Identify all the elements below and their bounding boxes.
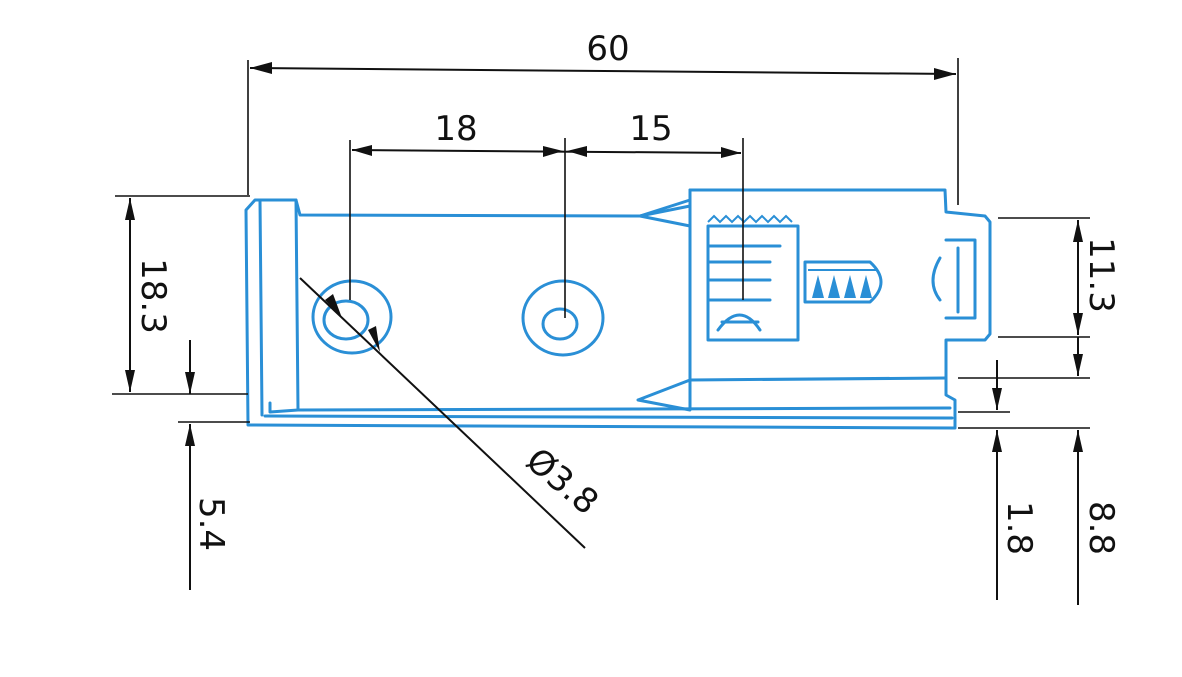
mounting-hole-1 — [311, 279, 393, 355]
dim-left-height: 18.3 — [133, 258, 173, 334]
dim-right-lower-height: 8.8 — [1081, 501, 1121, 555]
clip-housing — [688, 188, 948, 382]
dim-right-upper-height: 11.3 — [1081, 237, 1121, 313]
mounting-hole-2 — [521, 279, 605, 357]
bottom-flange — [263, 406, 954, 420]
plate-outline — [244, 188, 992, 430]
right-latch — [931, 238, 977, 320]
upper-wedge-tab — [638, 198, 692, 228]
part-body — [244, 188, 992, 430]
lower-wedge-tab — [636, 378, 692, 412]
left-folded-edge — [258, 198, 300, 417]
contact-spring — [716, 313, 762, 332]
serrated-pin — [803, 260, 883, 304]
dim-left-bottom-offset: 5.4 — [191, 497, 231, 551]
housing-window — [706, 224, 800, 342]
dim-right-lower-small: 1.8 — [999, 501, 1039, 555]
dim-hole-spacing-right: 15 — [629, 109, 672, 149]
dimension-lines — [112, 58, 1090, 605]
dim-hole-diameter: Ø3.8 — [518, 440, 606, 523]
dim-hole-spacing-left: 18 — [434, 109, 477, 149]
serration-top — [707, 214, 793, 224]
dim-overall-width: 60 — [586, 29, 629, 69]
